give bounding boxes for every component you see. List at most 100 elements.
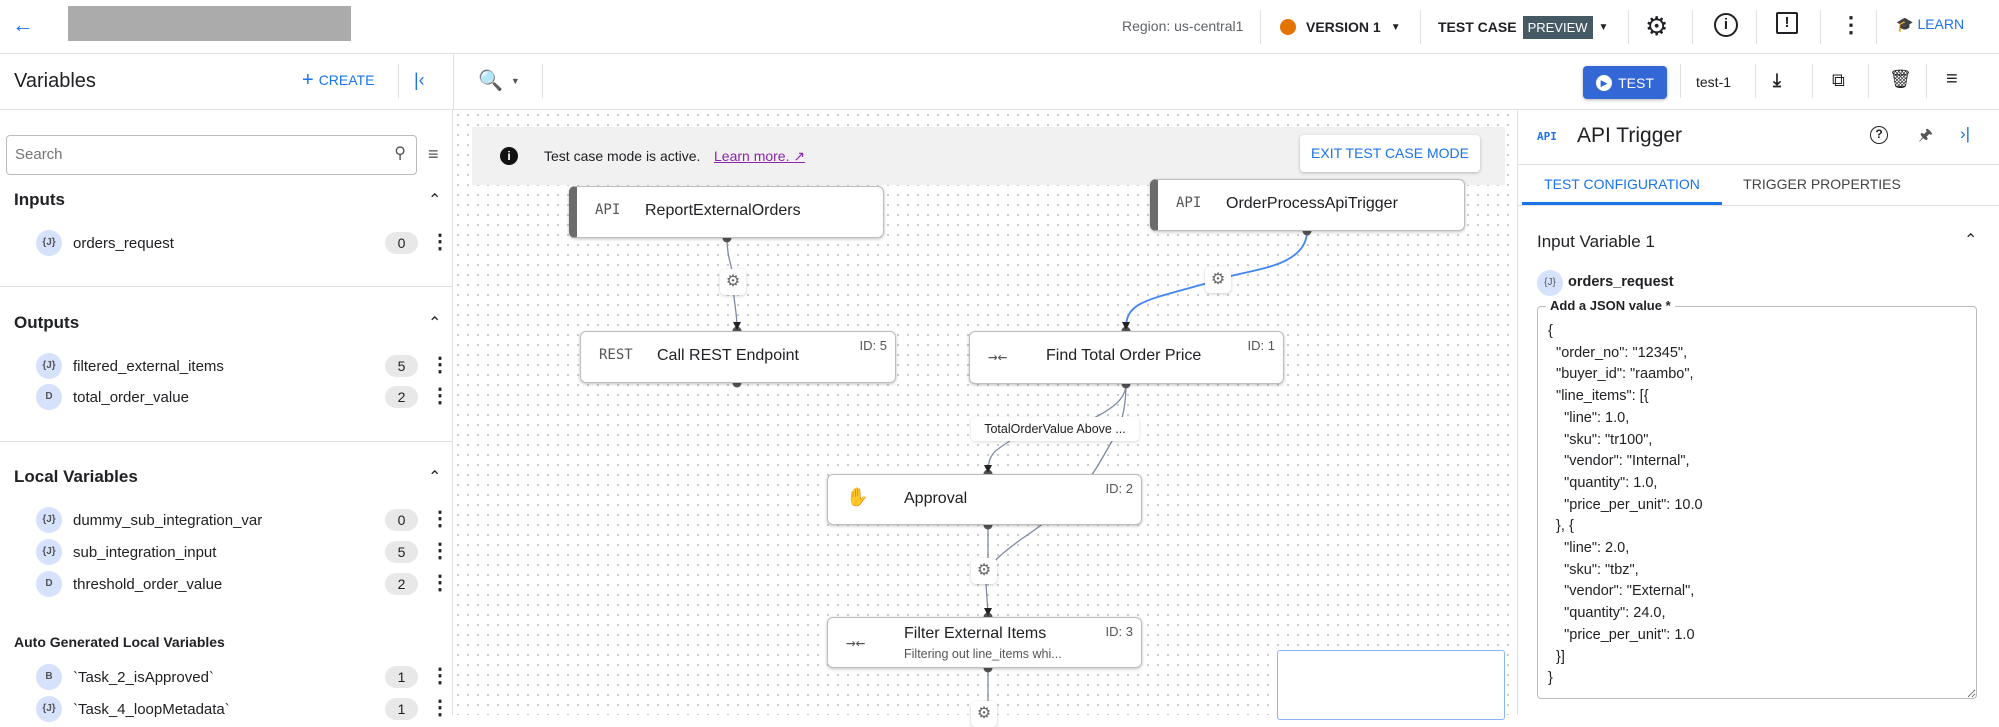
variable-type-icon: {J} — [36, 230, 62, 256]
node-filter-external-items[interactable]: →← Filter External Items Filtering out l… — [827, 617, 1142, 668]
back-arrow-icon[interactable]: ← — [12, 12, 34, 37]
help-icon[interactable]: ? — [1870, 126, 1888, 144]
usage-count-badge: 2 — [385, 573, 418, 595]
more-vert-icon[interactable]: ⋮ — [1840, 12, 1862, 37]
chevron-up-icon[interactable]: ⌃ — [428, 192, 442, 209]
properties-panel: API API Trigger ? 🖈 ›| TEST CONFIGURATIO… — [1517, 110, 1999, 715]
usage-count-badge: 1 — [385, 666, 418, 688]
external-link-icon: ↗ — [793, 148, 806, 164]
more-vert-icon[interactable]: ⋮ — [430, 540, 450, 562]
feedback-icon[interactable]: ! — [1776, 12, 1798, 34]
node-title: Approval — [904, 490, 968, 507]
minimap[interactable] — [1277, 650, 1505, 720]
variable-item[interactable]: {J} sub_integration_input 5 ⋮ — [0, 538, 453, 566]
variable-item[interactable]: {J} dummy_sub_integration_var 0 ⋮ — [0, 506, 453, 534]
search-field[interactable]: ⚲ — [6, 135, 417, 175]
more-vert-icon[interactable]: ⋮ — [430, 354, 450, 376]
auto-generated-heading: Auto Generated Local Variables — [14, 634, 225, 650]
more-vert-icon[interactable]: ⋮ — [430, 385, 450, 407]
json-type-icon: {J} — [1537, 270, 1563, 296]
variable-type-icon: {J} — [36, 507, 62, 533]
banner-text: Test case mode is active. — [544, 148, 701, 164]
variable-item[interactable]: D total_order_value 2 ⋮ — [0, 383, 453, 411]
variable-name: orders_request — [73, 235, 174, 252]
api-icon: API — [595, 202, 621, 218]
plus-icon: + — [302, 69, 314, 91]
info-icon[interactable]: i — [1714, 13, 1738, 37]
node-title: Find Total Order Price — [1046, 347, 1202, 364]
usage-count-badge: 0 — [385, 232, 418, 254]
more-vert-icon[interactable]: ⋮ — [430, 572, 450, 594]
delete-icon[interactable]: 🗑 — [1889, 69, 1912, 89]
panel-title: API Trigger — [1577, 124, 1683, 147]
learn-more-link[interactable]: Learn more. ↗ — [714, 148, 805, 165]
more-vert-icon[interactable]: ⋮ — [430, 665, 450, 687]
chevron-up-icon[interactable]: ⌃ — [428, 469, 442, 486]
edge-gear-icon[interactable]: ⚙ — [971, 558, 997, 584]
variable-item[interactable]: B `Task_2_isApproved` 1 ⋮ — [0, 663, 453, 691]
inputs-heading: Inputs — [14, 190, 65, 209]
pin-icon[interactable]: 🖈 — [1918, 127, 1933, 144]
exit-test-case-mode-button[interactable]: EXIT TEST CASE MODE — [1300, 135, 1480, 172]
node-approval[interactable]: ✋ Approval ID: 2 — [827, 474, 1142, 525]
node-title: ReportExternalOrders — [645, 202, 801, 219]
collapse-right-icon[interactable]: ›| — [1960, 124, 1971, 143]
usage-count-badge: 0 — [385, 509, 418, 531]
learn-label: LEARN — [1917, 16, 1965, 32]
test-label: TEST — [1618, 74, 1654, 91]
learn-button[interactable]: 🎓 LEARN — [1896, 16, 1964, 33]
download-icon[interactable]: ⤓ — [1773, 70, 1781, 90]
usage-count-badge: 5 — [385, 541, 418, 563]
copy-icon[interactable]: ⧉ — [1832, 70, 1845, 90]
zoom-menu-button[interactable]: 🔍 ▼ — [478, 68, 520, 93]
variable-name: total_order_value — [73, 389, 189, 406]
app-header: ← Region: us-central1 VERSION 1 ▼ TEST C… — [0, 0, 1999, 54]
node-report-external-orders[interactable]: API ReportExternalOrders — [569, 186, 884, 238]
tab-trigger-properties[interactable]: TRIGGER PROPERTIES — [1743, 176, 1901, 192]
usage-count-badge: 2 — [385, 386, 418, 408]
node-title: OrderProcessApiTrigger — [1226, 195, 1398, 212]
node-order-process-api-trigger[interactable]: API OrderProcessApiTrigger — [1150, 179, 1465, 231]
edge-condition-label[interactable]: TotalOrderValue Above ... — [971, 417, 1139, 441]
search-input[interactable] — [15, 146, 375, 163]
variable-item[interactable]: {J} orders_request 0 ⋮ — [0, 229, 453, 257]
chevron-up-icon[interactable]: ⌃ — [428, 315, 442, 332]
chevron-up-icon[interactable]: ⌃ — [1964, 232, 1978, 249]
node-title: Call REST Endpoint — [657, 347, 799, 364]
create-variable-button[interactable]: + CREATE — [302, 69, 375, 91]
toolbar: Variables + CREATE |‹ 🔍 ▼ ▶ TEST test-1 … — [0, 54, 1999, 110]
node-id: ID: 3 — [1105, 624, 1133, 639]
variable-name: sub_integration_input — [73, 544, 217, 561]
info-icon: i — [500, 147, 518, 165]
edge-gear-icon[interactable]: ⚙ — [971, 701, 997, 727]
caret-down-icon: ▼ — [1390, 21, 1401, 33]
node-call-rest-endpoint[interactable]: REST Call REST Endpoint ID: 5 — [580, 331, 896, 383]
api-icon: API — [1176, 195, 1202, 211]
variable-item[interactable]: {J} filtered_external_items 5 ⋮ — [0, 352, 453, 380]
learn-more-label: Learn more. — [714, 148, 790, 164]
collapse-panel-icon[interactable]: |‹ — [414, 70, 425, 90]
test-case-selector[interactable]: TEST CASE PREVIEW ▼ — [1438, 14, 1608, 40]
more-vert-icon[interactable]: ⋮ — [430, 508, 450, 530]
node-title: Filter External Items — [904, 625, 1047, 642]
edge-gear-icon[interactable]: ⚙ — [720, 269, 746, 295]
node-find-total-order-price[interactable]: →← Find Total Order Price ID: 1 — [969, 331, 1284, 384]
more-vert-icon[interactable]: ⋮ — [430, 697, 450, 719]
variable-name: filtered_external_items — [73, 358, 224, 375]
create-label: CREATE — [318, 72, 375, 88]
variable-type-icon: D — [36, 571, 62, 597]
school-icon: 🎓 — [1896, 16, 1914, 32]
settings-gear-icon[interactable]: ⚙ — [1645, 11, 1669, 41]
menu-lines-icon[interactable]: ≡ — [1946, 68, 1958, 90]
more-vert-icon[interactable]: ⋮ — [430, 231, 450, 253]
tab-test-configuration[interactable]: TEST CONFIGURATION — [1522, 165, 1722, 205]
variable-type-icon: B — [36, 664, 62, 690]
json-value-textarea[interactable]: { "order_no": "12345", "buyer_id": "raam… — [1537, 306, 1977, 699]
variable-item[interactable]: D threshold_order_value 2 ⋮ — [0, 570, 453, 598]
test-button[interactable]: ▶ TEST — [1583, 66, 1667, 99]
edge-gear-icon[interactable]: ⚙ — [1205, 267, 1231, 293]
region-label: Region: us-central1 — [1122, 18, 1244, 34]
variable-type-icon: {J} — [36, 539, 62, 565]
version-selector[interactable]: VERSION 1 ▼ — [1280, 14, 1401, 40]
sort-filter-icon[interactable]: ≡ — [428, 144, 439, 164]
